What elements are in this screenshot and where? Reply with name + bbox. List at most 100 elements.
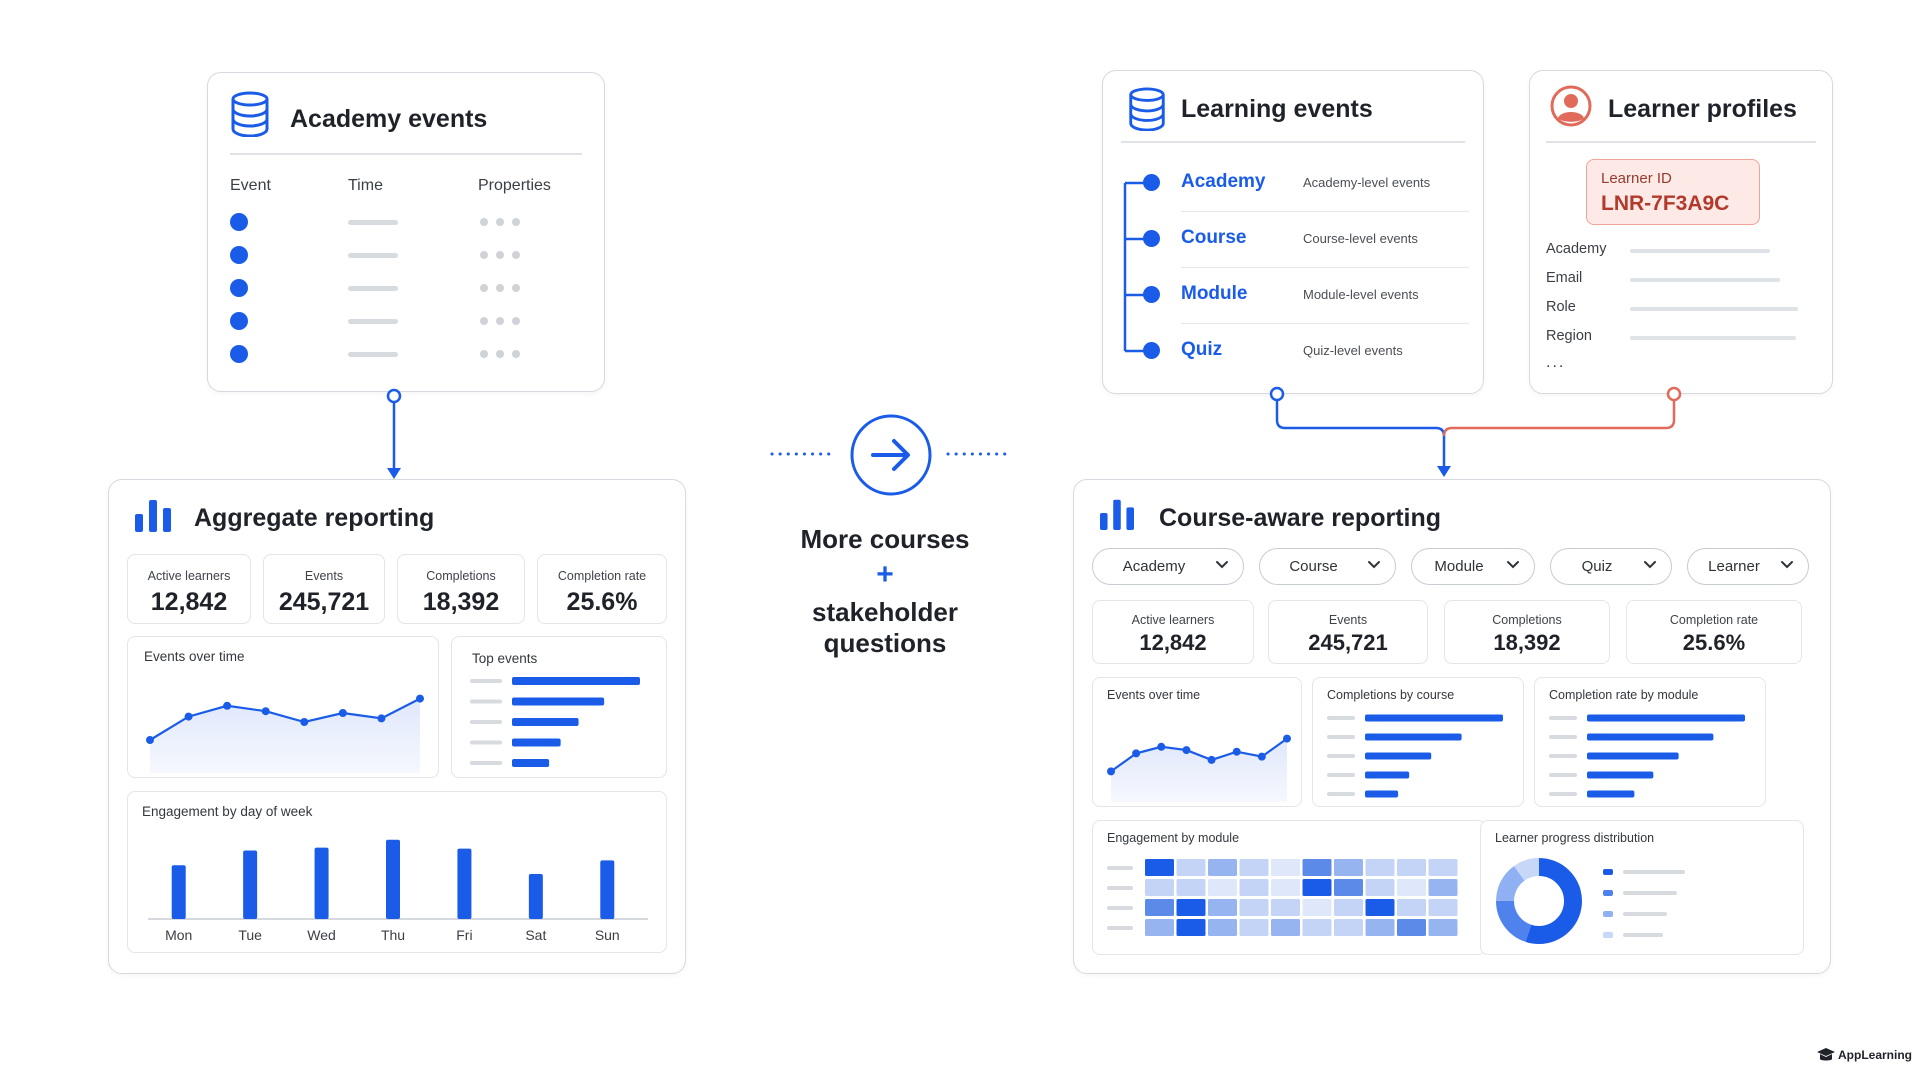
kpi-value: 18,392 (1493, 630, 1561, 655)
chevron-down-icon (1216, 561, 1228, 569)
row-label-placeholder (1107, 886, 1133, 890)
heatmap-cell (1302, 879, 1332, 896)
column-header-time: Time (348, 177, 383, 194)
dotted-line-right (946, 452, 1012, 456)
row-divider (1181, 323, 1469, 324)
heatmap-cell (1302, 859, 1332, 876)
event-level-name: Quiz (1181, 339, 1223, 360)
property-placeholder (480, 218, 488, 226)
kpi-completions: Completions 18,392 (397, 554, 525, 624)
chevron-down-icon (1507, 561, 1519, 569)
heatmap-cell (1145, 859, 1174, 876)
bar-label-placeholder (1327, 773, 1355, 777)
event-level-dot (1143, 174, 1160, 191)
bar-label-placeholder (470, 720, 502, 724)
heatmap-cell (1428, 919, 1458, 936)
bar (512, 677, 640, 685)
heatmap-cell (1271, 899, 1300, 916)
property-placeholder (480, 350, 488, 358)
merge-connector (1269, 386, 1682, 477)
filter-module[interactable]: Module (1411, 548, 1535, 585)
row-divider (1181, 267, 1469, 268)
kpi-events: Events 245,721 (263, 554, 385, 624)
bar-chart-icon (1100, 499, 1134, 530)
completion-rate-by-module-panel: Completion rate by module (1534, 677, 1766, 807)
bar-label-placeholder (1327, 716, 1355, 720)
property-placeholder (480, 251, 488, 259)
heatmap-cell (1397, 899, 1426, 916)
profile-field-placeholder (1630, 307, 1798, 311)
bar (600, 860, 615, 919)
property-placeholder (496, 317, 504, 325)
profile-field-label: Region (1546, 328, 1592, 344)
heatmap-cell (1365, 919, 1395, 936)
filter-quiz[interactable]: Quiz (1550, 548, 1672, 585)
divider (230, 153, 582, 155)
card-title: Aggregate reporting (194, 504, 435, 532)
event-dot (230, 246, 248, 264)
x-tick-label: Mon (165, 927, 193, 943)
bar (171, 865, 186, 919)
heatmap-cell (1302, 899, 1332, 916)
events-line-chart (1107, 734, 1291, 802)
heatmap-cell (1428, 879, 1458, 896)
data-point (416, 694, 424, 703)
brand-logo: AppLearning (1816, 1046, 1912, 1066)
filter-course[interactable]: Course (1259, 548, 1396, 585)
legend-swatch (1603, 869, 1613, 875)
x-tick-label: Tue (238, 927, 262, 943)
heatmap-cell (1176, 879, 1206, 896)
panel-title: Events over time (1107, 688, 1201, 702)
chevron-down-icon (1781, 561, 1793, 569)
heatmap-cell (1365, 879, 1395, 896)
progress-distribution-panel: Learner progress distribution (1480, 820, 1804, 955)
event-level-description: Academy-level events (1303, 175, 1431, 190)
data-point (261, 707, 270, 716)
heatmap-cell (1397, 879, 1426, 896)
kpi-completions: Completions 18,392 (1444, 600, 1610, 664)
event-level-name: Course (1181, 227, 1247, 248)
bar (1587, 752, 1679, 760)
bar (512, 697, 605, 706)
profile-field-label: Academy (1546, 241, 1607, 257)
x-tick-label: Sat (525, 927, 547, 943)
card-title: Learner profiles (1608, 95, 1797, 123)
x-tick-label: Thu (380, 927, 406, 943)
heatmap-cell (1397, 859, 1426, 876)
filter-academy[interactable]: Academy (1092, 548, 1244, 585)
kpi-label: Events (304, 569, 344, 583)
dotted-line-left (770, 452, 836, 456)
kpi-value: 12,842 (150, 588, 228, 616)
property-placeholder (480, 317, 488, 325)
data-point (1132, 749, 1141, 758)
heatmap-cell (1208, 859, 1237, 876)
series-line (149, 697, 421, 741)
data-point (1257, 752, 1266, 761)
kpi-completion-rate: Completion rate 25.6% (1626, 600, 1802, 664)
data-point (1232, 747, 1241, 756)
heatmap-cell (1208, 899, 1237, 916)
kpi-value: 25.6% (1682, 630, 1746, 655)
row-label-placeholder (1107, 906, 1133, 910)
data-point (338, 709, 347, 717)
bar (457, 848, 472, 919)
panel-title: Completion rate by module (1549, 688, 1699, 702)
data-point (377, 714, 386, 723)
bar-label-placeholder (470, 761, 502, 765)
data-point (184, 712, 193, 721)
kpi-label: Active learners (1131, 613, 1215, 627)
heatmap-cell (1271, 879, 1300, 896)
kpi-active-learners: Active learners 12,842 (127, 554, 251, 624)
filter-learner[interactable]: Learner (1687, 548, 1809, 585)
bar-label-placeholder (1549, 754, 1577, 758)
data-point (1107, 767, 1115, 776)
events-over-time-panel: Events over time (127, 636, 439, 778)
x-tick-label: Fri (456, 927, 473, 943)
progress-donut-chart (1496, 858, 1685, 944)
heatmap-cell (1271, 859, 1300, 876)
event-level-description: Module-level events (1303, 287, 1419, 302)
time-placeholder (348, 352, 398, 357)
series-line (1110, 737, 1288, 773)
property-placeholder (512, 350, 520, 358)
